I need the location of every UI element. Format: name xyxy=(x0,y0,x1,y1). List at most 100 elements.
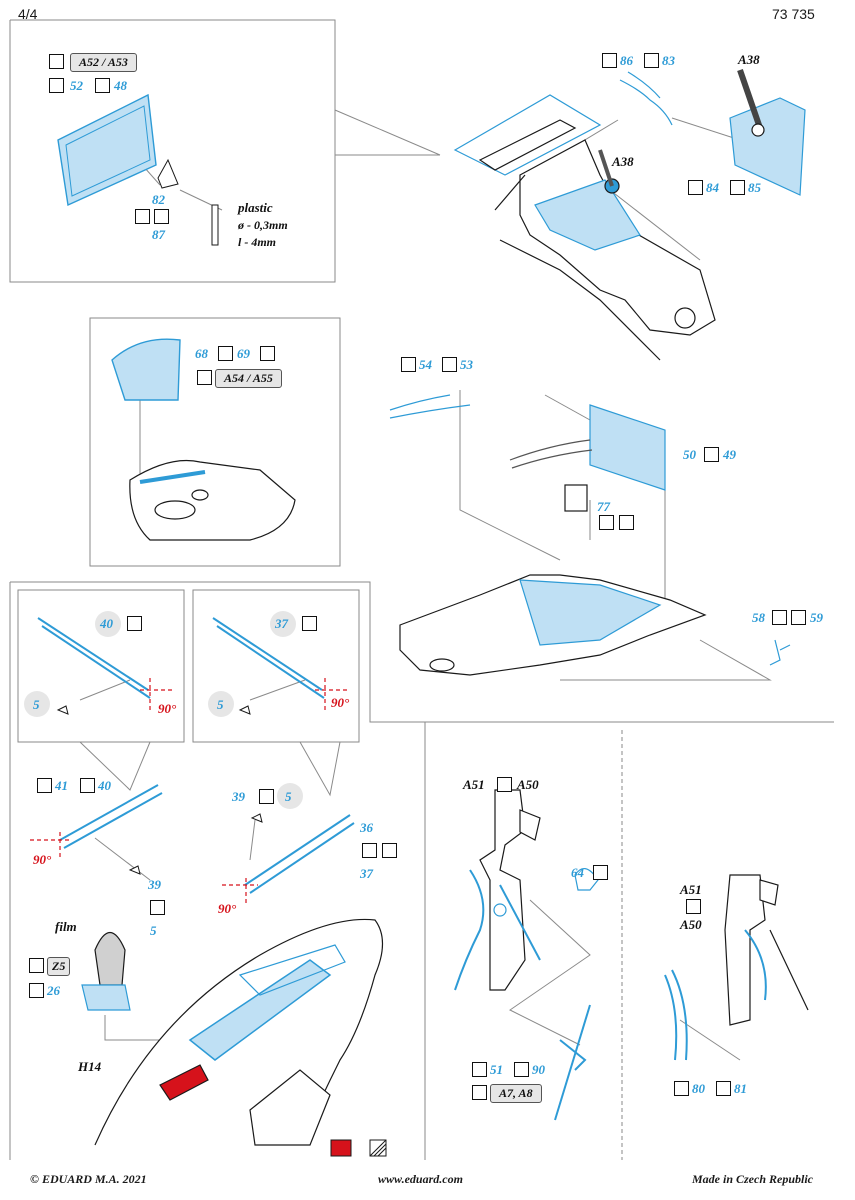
part-50: 50 xyxy=(683,447,696,462)
angle-90-c: 90° xyxy=(33,852,52,867)
ref-parts-a7-a8: A7, A8 xyxy=(490,1084,542,1103)
part-69: 69 xyxy=(237,346,250,361)
fold-down-icon xyxy=(95,78,110,93)
fold-up-icon xyxy=(49,78,64,93)
part-a51-right: A51 xyxy=(680,882,702,897)
fold-down-icon xyxy=(150,900,165,915)
fold-down-icon xyxy=(497,777,512,792)
fold-down-icon xyxy=(80,778,95,793)
fold-down-icon xyxy=(730,180,745,195)
made-in: Made in Czech Republic xyxy=(692,1172,814,1186)
parts-box-icon xyxy=(472,1085,487,1100)
part-86: 86 xyxy=(620,53,633,68)
part-82: 82 xyxy=(152,192,165,207)
fold-down-icon xyxy=(599,515,614,530)
fold-up-icon xyxy=(602,53,617,68)
part-37-a: 37 xyxy=(275,616,288,631)
part-39-a: 39 xyxy=(148,877,161,892)
fold-down-icon xyxy=(218,346,233,361)
part-48: 48 xyxy=(114,78,127,93)
part-26: 26 xyxy=(47,983,60,998)
fold-up-icon xyxy=(127,616,142,631)
length-label: l - 4mm xyxy=(238,235,276,249)
part-90: 90 xyxy=(532,1062,545,1077)
fold-down-icon xyxy=(686,899,701,914)
part-80: 80 xyxy=(692,1081,705,1096)
part-39-b: 39 xyxy=(232,789,245,804)
fold-down-icon xyxy=(644,53,659,68)
part-84: 84 xyxy=(706,180,719,195)
diameter-label: ø - 0,3mm xyxy=(238,218,288,232)
number-bubble xyxy=(270,611,296,637)
part-87: 87 xyxy=(152,227,165,242)
page-number: 4/4 xyxy=(18,6,38,22)
angle-90-b: 90° xyxy=(331,695,350,710)
fold-up-icon xyxy=(382,843,397,858)
fold-up-icon xyxy=(135,209,150,224)
part-49: 49 xyxy=(723,447,736,462)
fold-up-icon xyxy=(472,1062,487,1077)
fold-up-icon xyxy=(260,346,275,361)
part-83: 83 xyxy=(662,53,675,68)
angle-90-d: 90° xyxy=(218,901,237,916)
fold-up-icon xyxy=(688,180,703,195)
number-bubble xyxy=(277,783,303,809)
part-40-b: 40 xyxy=(98,778,111,793)
part-h14: H14 xyxy=(78,1059,102,1074)
angle-90-a: 90° xyxy=(158,701,177,716)
part-41: 41 xyxy=(55,778,68,793)
copyright: © EDUARD M.A. 2021 xyxy=(30,1172,147,1186)
part-5-d: 5 xyxy=(285,789,292,804)
fold-up-icon xyxy=(302,616,317,631)
plastic-label: plastic xyxy=(238,200,273,215)
parts-box-icon xyxy=(197,370,212,385)
part-51: 51 xyxy=(490,1062,503,1077)
fold-up-icon xyxy=(619,515,634,530)
part-52: 52 xyxy=(70,78,83,93)
fold-up-icon xyxy=(401,357,416,372)
part-53: 53 xyxy=(460,357,473,372)
part-77: 77 xyxy=(597,499,610,514)
fold-down-icon xyxy=(514,1062,529,1077)
film-box-icon xyxy=(29,958,44,973)
film-label: film xyxy=(55,919,77,934)
part-85: 85 xyxy=(748,180,761,195)
website: www.eduard.com xyxy=(378,1172,463,1186)
fold-down-icon xyxy=(442,357,457,372)
fold-up-icon xyxy=(772,610,787,625)
part-37-b: 37 xyxy=(360,866,373,881)
part-a50: A50 xyxy=(517,777,539,792)
fold-down-icon xyxy=(593,865,608,880)
part-a38-mid: A38 xyxy=(612,154,634,169)
fold-up-icon xyxy=(37,778,52,793)
parts-box-icon xyxy=(49,54,64,69)
part-64: 64 xyxy=(571,865,584,880)
part-5-a: 5 xyxy=(33,697,40,712)
part-a50-right: A50 xyxy=(680,917,702,932)
product-code: 73 735 xyxy=(772,6,815,22)
fold-down-icon xyxy=(154,209,169,224)
part-a51: A51 xyxy=(463,777,485,792)
number-bubble xyxy=(24,691,50,717)
fold-down-icon xyxy=(704,447,719,462)
part-a38-top: A38 xyxy=(738,52,760,67)
part-81: 81 xyxy=(734,1081,747,1096)
part-68: 68 xyxy=(195,346,208,361)
fold-up-icon xyxy=(29,983,44,998)
part-54: 54 xyxy=(419,357,432,372)
fold-down-icon xyxy=(362,843,377,858)
ref-z5: Z5 xyxy=(47,957,71,976)
fold-down-icon xyxy=(791,610,806,625)
ref-parts-a54-a55: A54 / A55 xyxy=(215,369,282,388)
fold-down-icon xyxy=(716,1081,731,1096)
part-58: 58 xyxy=(752,610,765,625)
part-36: 36 xyxy=(360,820,373,835)
part-59: 59 xyxy=(810,610,823,625)
part-5-c: 5 xyxy=(150,923,157,938)
part-40-a: 40 xyxy=(100,616,113,631)
number-bubble xyxy=(95,611,121,637)
part-5-b: 5 xyxy=(217,697,224,712)
ref-parts-a52-a53: A52 / A53 xyxy=(70,53,137,72)
fold-up-icon xyxy=(674,1081,689,1096)
